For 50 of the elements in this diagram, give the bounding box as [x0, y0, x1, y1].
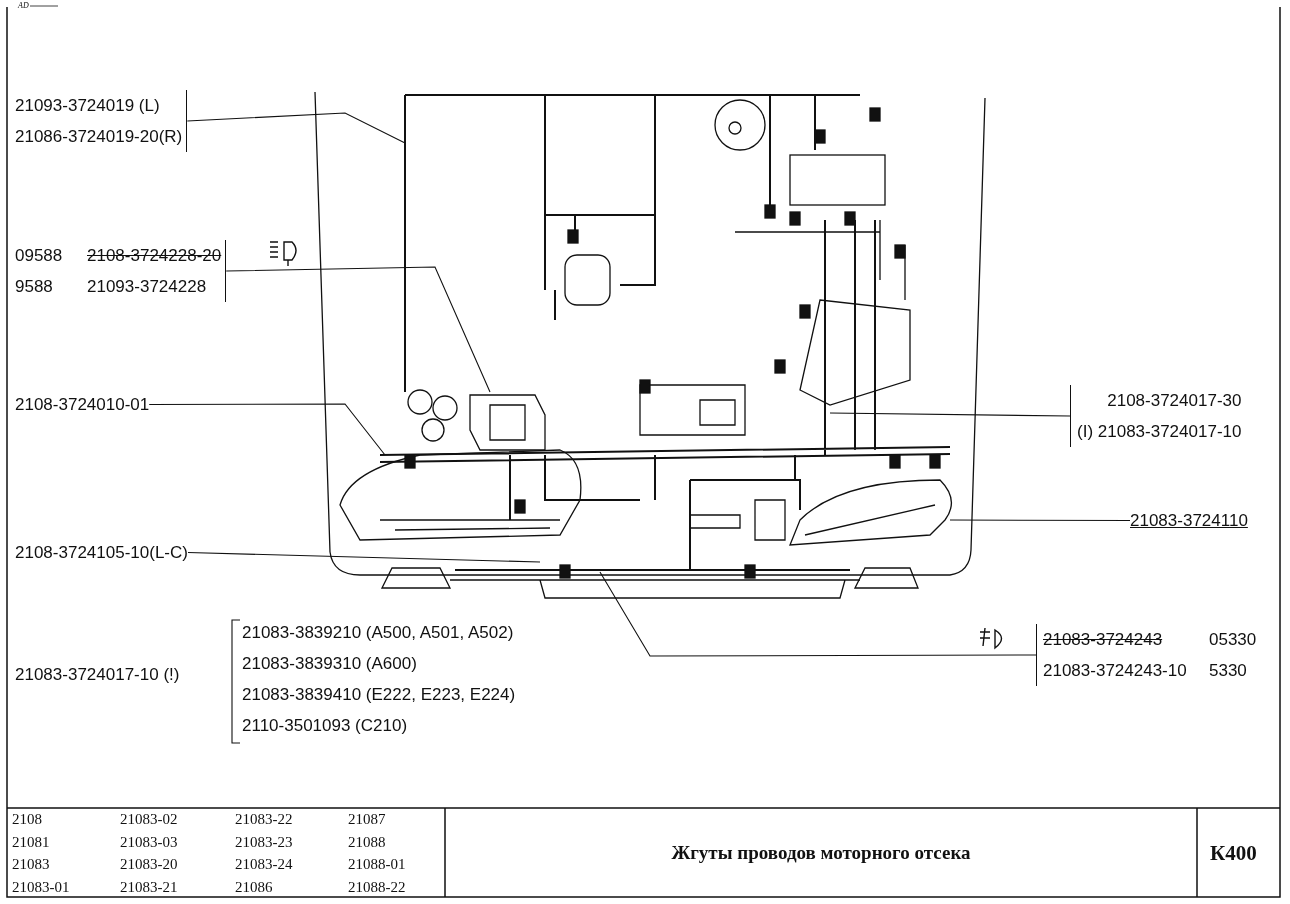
part-number: 2110-3501093 (C210): [242, 716, 408, 736]
model-code: 2108: [12, 811, 42, 828]
leader-line: [829, 412, 1071, 417]
part-number: 21083-3839310 (A600): [242, 654, 417, 674]
model-code: 21081: [12, 833, 50, 851]
model-code: 21088: [348, 833, 386, 851]
callout-bracket: [1070, 385, 1242, 447]
callout-bracket: [15, 90, 188, 152]
model-code: 21083-01: [12, 878, 70, 896]
part-number: 05330: [1209, 629, 1257, 651]
leader-line: [225, 266, 491, 393]
part-number: 9588: [15, 276, 54, 298]
part-number: 21083-3839410 (E222, E223, E224): [242, 685, 516, 705]
model-code: 21083: [12, 856, 50, 873]
model-code: 21088-01: [348, 856, 406, 873]
leader-line: [187, 551, 541, 563]
sheet-number: К400: [1210, 841, 1257, 866]
part-number: 5330: [1209, 660, 1247, 682]
part-number: 21083-3724110: [1130, 510, 1248, 532]
part-number: 21083-3839210 (A500, A501, A502): [242, 623, 514, 643]
sheet-title: Жгуты проводов моторного отсека: [671, 841, 971, 864]
model-code: 21087: [348, 811, 386, 828]
part-number: 2108-3724105-10(L-C): [15, 542, 188, 564]
model-code: 21083-24: [235, 856, 293, 873]
part-number: 21093-3724228: [87, 276, 207, 298]
part-number: 21083-3724017-10 (!): [15, 665, 180, 685]
model-code: 21088-22: [348, 878, 406, 896]
mark: AD: [18, 1, 29, 10]
model-code: 21083-23: [235, 833, 293, 851]
callout-bracket: [15, 240, 227, 302]
model-code: 21086: [235, 878, 273, 896]
leader-line: [949, 519, 1131, 522]
model-code: 21083-20: [120, 856, 178, 873]
model-code: 21083-03: [120, 833, 178, 851]
part-number: 21093-3724019 (L): [15, 95, 160, 117]
part-number: 2108-3724010-01: [15, 394, 150, 416]
leader-line: [599, 571, 1037, 657]
leader-line: [186, 112, 406, 144]
part-number: 2108-3724228-20: [87, 245, 222, 267]
callout-bracket: [1036, 624, 1257, 686]
leader-line: [148, 403, 386, 456]
part-number: (I) 21083-3724017-10: [1077, 421, 1242, 443]
part-number: 2108-3724017-30: [1107, 390, 1242, 412]
part-number: 21083-3724243-10: [1043, 660, 1188, 682]
part-number: 21083-3724243: [1043, 629, 1164, 651]
model-code: 21083-02: [120, 811, 178, 828]
part-number: 21086-3724019-20(R): [15, 126, 183, 148]
model-code: 21083-22: [235, 811, 293, 828]
model-code: 21083-21: [120, 878, 178, 896]
part-number: 09588: [15, 245, 64, 267]
